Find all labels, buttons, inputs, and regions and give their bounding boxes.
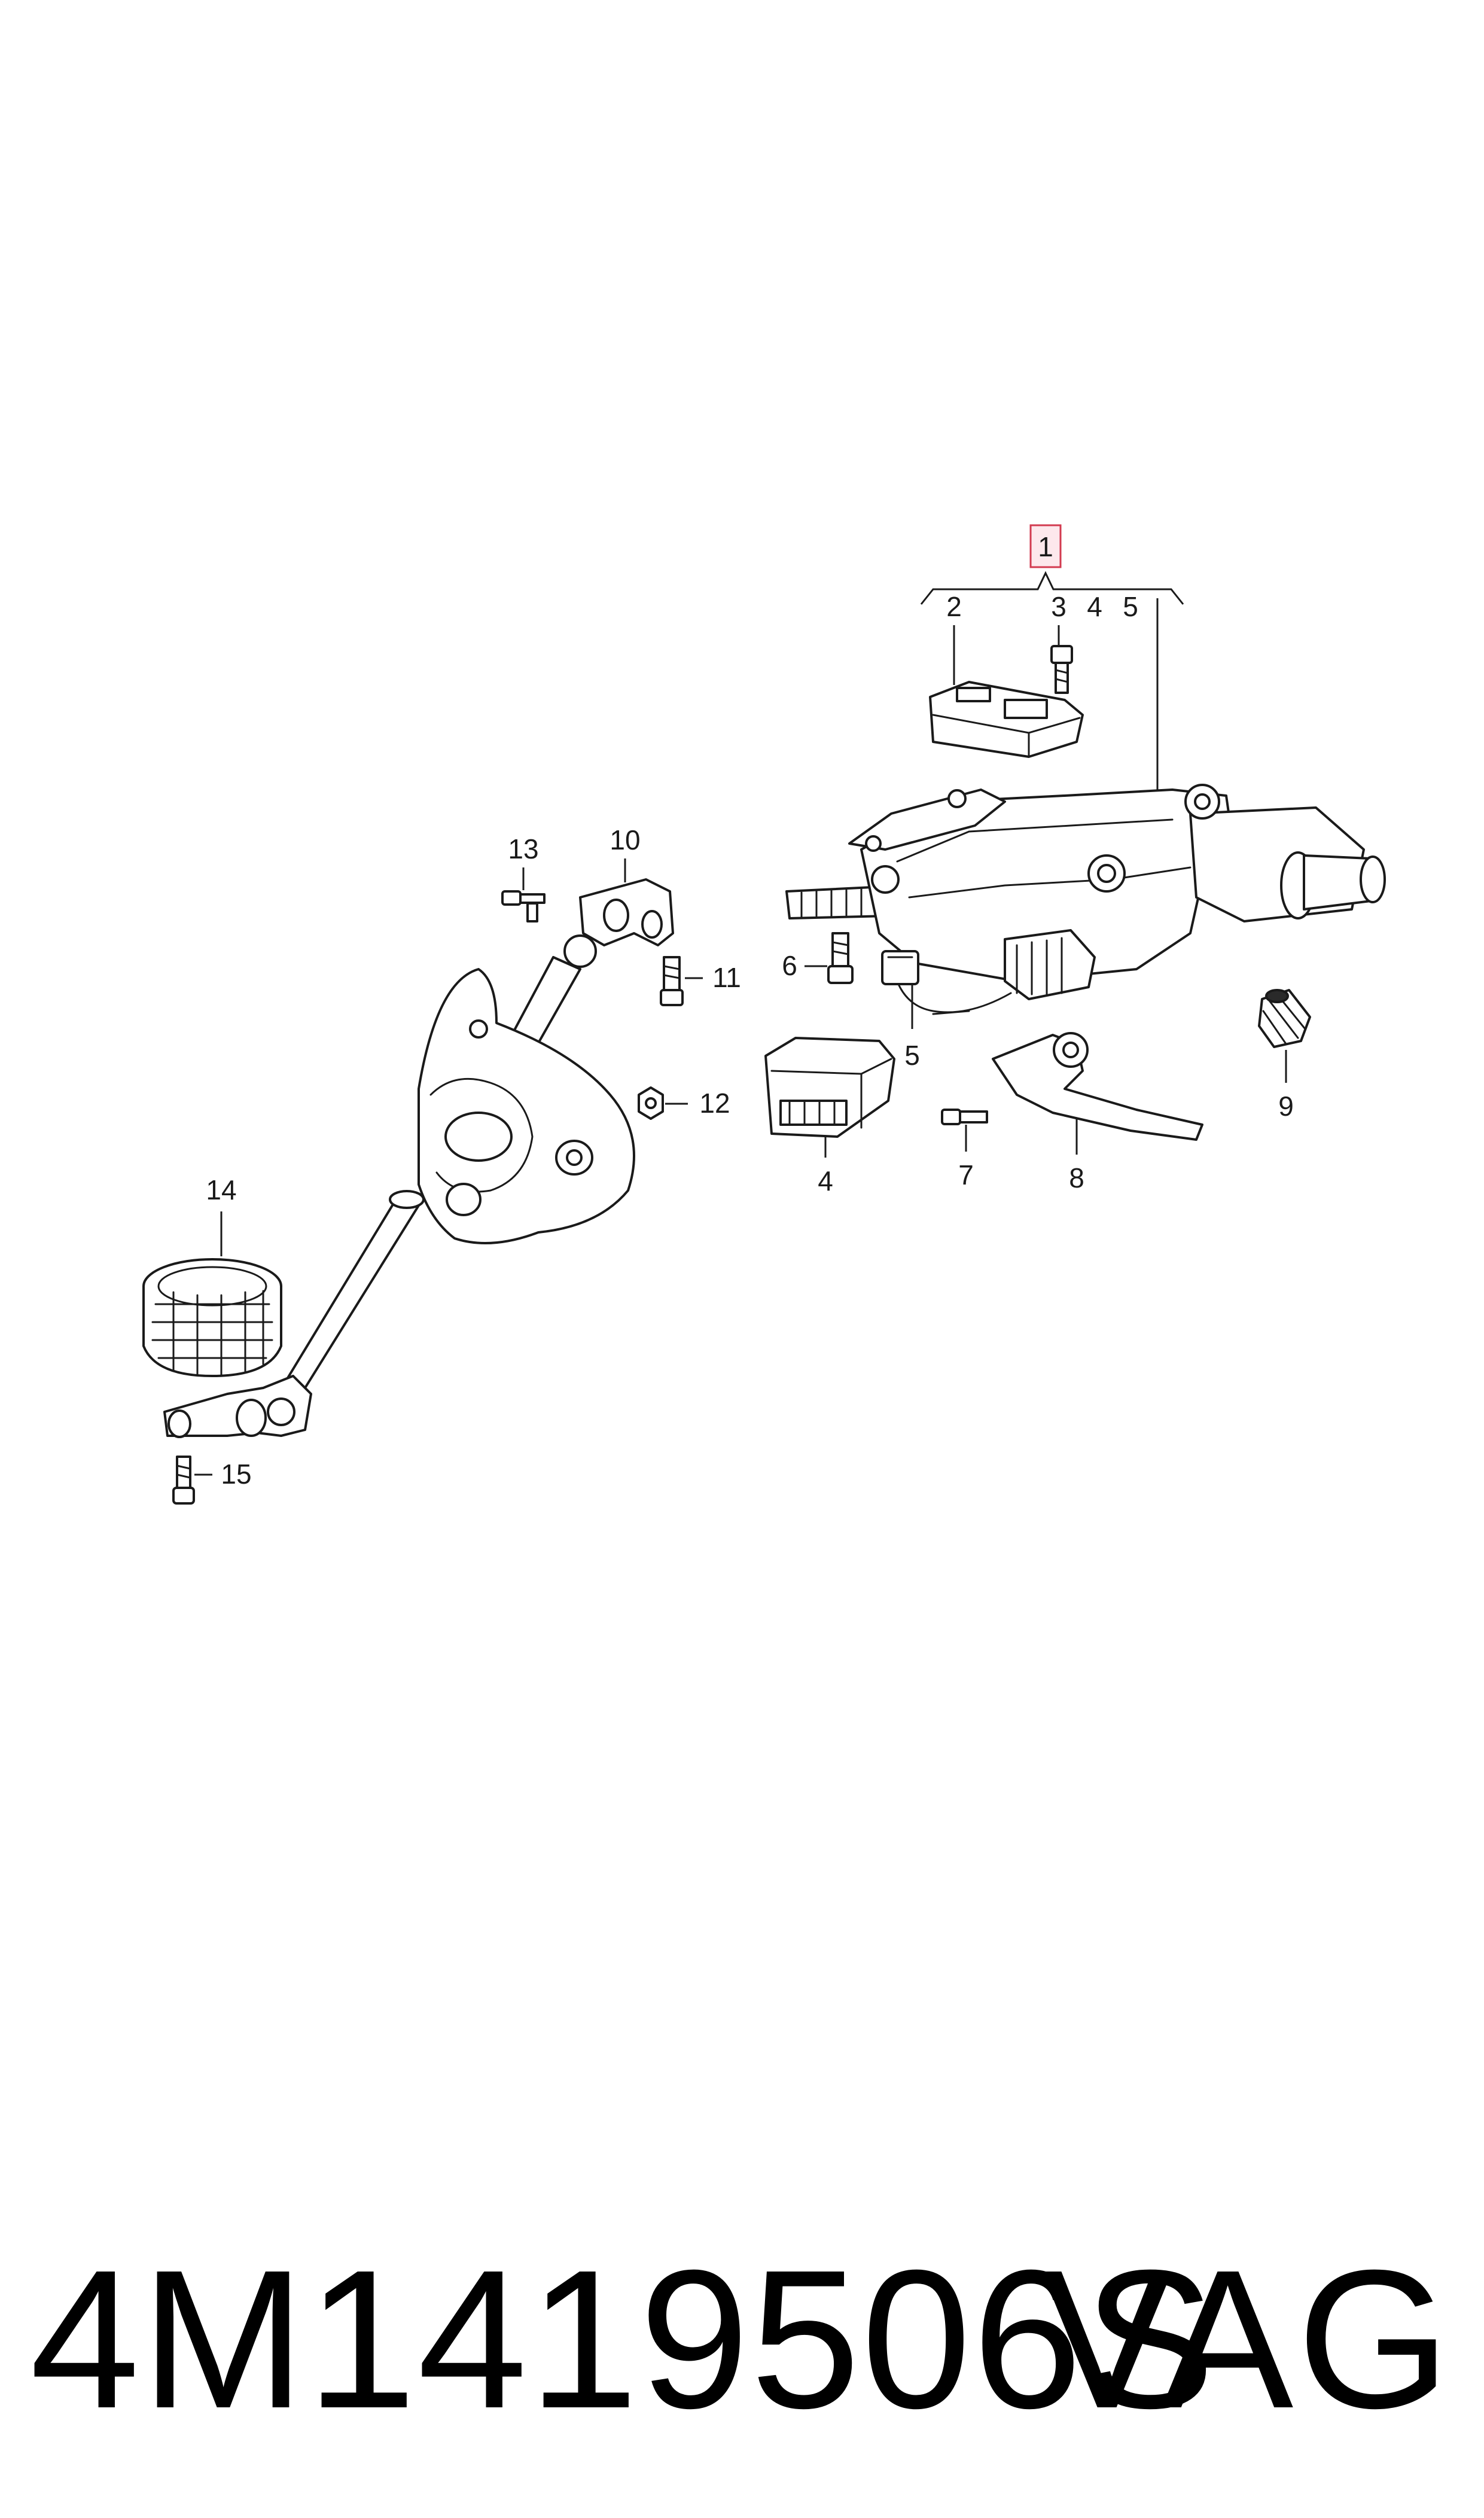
footer: 4M1419506S VAG <box>0 2213 1484 2465</box>
callout-4[interactable]: 4 <box>818 1165 833 1196</box>
callout-8[interactable]: 8 <box>1069 1162 1084 1193</box>
part-3-screw <box>1050 645 1073 694</box>
callout-14[interactable]: 14 <box>206 1174 236 1205</box>
part-7-screw <box>941 1109 988 1125</box>
lower-universal-joint <box>163 1375 312 1438</box>
callout-11[interactable]: 11 <box>712 962 741 993</box>
brand-label: VAG <box>1041 2228 1454 2449</box>
callout-3[interactable]: 3 <box>1051 591 1066 622</box>
callout-13[interactable]: 13 <box>508 833 538 864</box>
part-12-nut <box>638 1086 664 1120</box>
part-15-bolt <box>172 1456 195 1505</box>
callout-12[interactable]: 12 <box>699 1088 730 1119</box>
callout-6[interactable]: 6 <box>782 950 797 981</box>
callout-7[interactable]: 7 <box>958 1159 974 1191</box>
part-11-bolt <box>660 956 684 1006</box>
part-4-module <box>764 1037 895 1138</box>
callout-1-label: 1 <box>1038 531 1053 562</box>
part-2-control-module <box>929 681 1084 758</box>
callout-2[interactable]: 2 <box>946 591 962 622</box>
intermediate-shaft <box>286 956 635 1389</box>
callout-1[interactable]: 1 <box>1029 524 1062 568</box>
part-14-sleeve <box>142 1258 282 1377</box>
callout-10[interactable]: 10 <box>610 824 640 855</box>
part-10-universal-joint <box>563 878 674 968</box>
part-8-lever <box>992 1032 1203 1141</box>
part-number: 4M1419506S <box>30 2228 1217 2449</box>
callout-9[interactable]: 9 <box>1278 1091 1294 1122</box>
callout-5-top[interactable]: 5 <box>1123 591 1138 622</box>
callout-1-box <box>1029 524 1062 568</box>
part-6-bolt <box>827 932 854 984</box>
part-13-bolt <box>501 890 546 922</box>
part-5-connector <box>881 950 919 985</box>
part-9-bushing <box>1258 989 1311 1048</box>
callout-4-top[interactable]: 4 <box>1087 591 1102 622</box>
part-1-steering-column <box>785 784 1386 1015</box>
callout-5[interactable]: 5 <box>904 1040 920 1071</box>
callout-15[interactable]: 15 <box>221 1459 251 1490</box>
assembly-bracket <box>920 571 1184 605</box>
